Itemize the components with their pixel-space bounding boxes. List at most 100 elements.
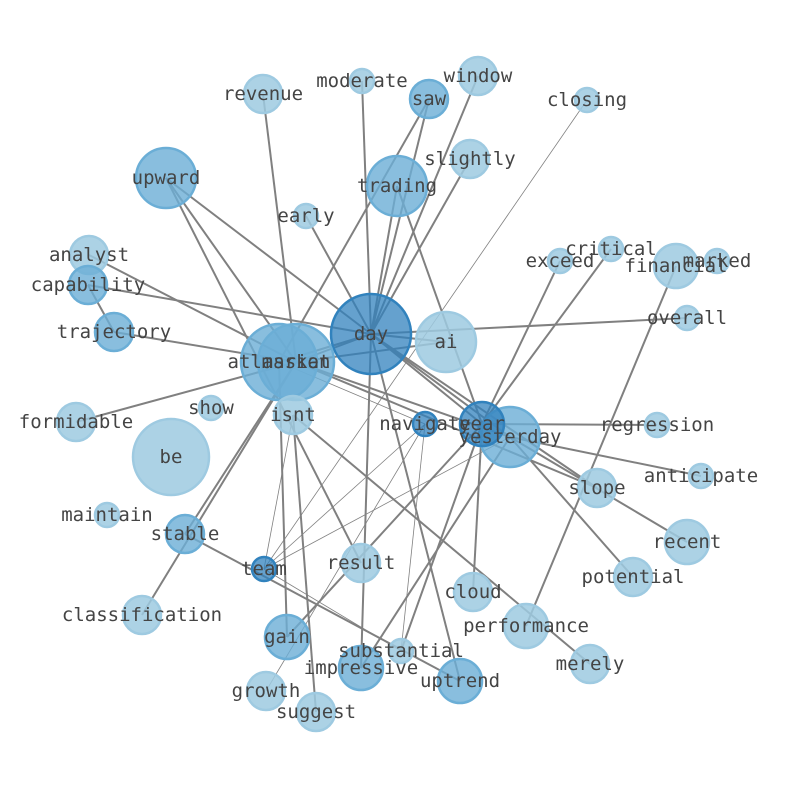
node-circle-overall (673, 304, 701, 332)
node-cloud[interactable] (452, 571, 494, 613)
node-uptrend[interactable] (436, 657, 484, 705)
node-label-result: result (327, 552, 396, 574)
node-circle-closing (573, 86, 601, 114)
node-circle-formidable (55, 401, 97, 443)
node-isnt[interactable] (272, 394, 314, 436)
node-label-closing: closing (547, 89, 627, 111)
node-circle-financial (652, 242, 700, 290)
node-label-formidable: formidable (19, 411, 133, 433)
node-circle-exceed (546, 247, 574, 275)
node-moderate[interactable] (348, 67, 376, 95)
edge-team-substantial (263, 568, 402, 652)
node-circle-window (457, 55, 499, 97)
node-trajectory[interactable] (93, 311, 135, 353)
edge-year-exceed (481, 260, 561, 425)
node-stable[interactable] (164, 513, 206, 555)
node-label-slightly: slightly (424, 148, 516, 170)
node-circle-substantial (387, 637, 415, 665)
node-performance[interactable] (502, 602, 550, 650)
node-revenue[interactable] (242, 73, 284, 115)
edge-day-upward (165, 177, 372, 335)
node-capability[interactable] (67, 264, 109, 306)
node-atlassian[interactable] (239, 322, 319, 402)
node-result[interactable] (340, 542, 382, 584)
node-label-stable: stable (151, 523, 220, 545)
node-saw[interactable] (408, 78, 450, 120)
node-label-saw: saw (412, 88, 447, 110)
node-potential[interactable] (612, 556, 654, 598)
node-label-upward: upward (132, 167, 201, 189)
node-suggest[interactable] (295, 691, 337, 733)
node-label-anticipate: anticipate (644, 465, 758, 487)
node-label-navigate: navigate (379, 413, 471, 435)
node-maintain[interactable] (93, 501, 121, 529)
node-navigate[interactable] (411, 410, 439, 438)
node-day[interactable] (329, 292, 413, 376)
node-circle-stable (164, 513, 206, 555)
node-early[interactable] (292, 202, 320, 230)
node-circle-saw (408, 78, 450, 120)
node-label-window: window (444, 65, 513, 87)
node-show[interactable] (197, 394, 225, 422)
node-circle-ai (414, 310, 478, 374)
node-label-growth: growth (232, 680, 301, 702)
node-circle-uptrend (436, 657, 484, 705)
node-label-exceed: exceed (526, 250, 595, 272)
node-label-yesterday: yesterday (459, 426, 562, 448)
node-circle-classification (121, 594, 163, 636)
node-closing[interactable] (573, 86, 601, 114)
node-circle-trajectory (93, 311, 135, 353)
node-circle-revenue (242, 73, 284, 115)
node-classification[interactable] (121, 594, 163, 636)
node-label-gain: gain (264, 626, 310, 648)
node-label-performance: performance (463, 615, 589, 637)
node-financial[interactable] (652, 242, 700, 290)
node-label-moderate: moderate (316, 70, 408, 92)
edge-yesterday-impressive (360, 436, 511, 669)
node-circle-show (197, 394, 225, 422)
node-label-overall: overall (647, 307, 727, 329)
node-window[interactable] (457, 55, 499, 97)
node-circle-upward (134, 146, 198, 210)
node-trading[interactable] (365, 154, 429, 218)
node-gain[interactable] (263, 613, 311, 661)
node-slope[interactable] (576, 467, 618, 509)
node-merely[interactable] (569, 643, 611, 685)
node-circle-critical (597, 235, 625, 263)
node-circle-performance (502, 602, 550, 650)
edge-team-yesterday (263, 436, 511, 570)
node-team[interactable] (250, 555, 278, 583)
node-circle-trading (365, 154, 429, 218)
node-year[interactable] (458, 400, 506, 448)
node-substantial[interactable] (387, 637, 415, 665)
node-label-market: market (262, 351, 331, 373)
node-formidable[interactable] (55, 401, 97, 443)
node-ai[interactable] (414, 310, 478, 374)
node-circle-be (131, 417, 211, 497)
node-be[interactable] (131, 417, 211, 497)
node-label-potential: potential (582, 566, 685, 588)
edge-day-capability (87, 284, 372, 335)
node-slightly[interactable] (449, 138, 491, 180)
node-label-trading: trading (357, 175, 437, 197)
node-overall[interactable] (673, 304, 701, 332)
node-growth[interactable] (245, 670, 287, 712)
node-label-revenue: revenue (223, 83, 303, 105)
edge-team-isnt (263, 414, 294, 570)
node-impressive[interactable] (337, 644, 385, 692)
node-label-ai: ai (435, 331, 458, 353)
node-upward[interactable] (134, 146, 198, 210)
node-marked[interactable] (703, 247, 731, 275)
node-critical[interactable] (597, 235, 625, 263)
node-label-suggest: suggest (276, 701, 356, 723)
node-label-atlassian: atlassian (228, 351, 331, 373)
node-label-cloud: cloud (444, 581, 501, 603)
node-regression[interactable] (643, 411, 671, 439)
node-label-merely: merely (556, 653, 625, 675)
node-exceed[interactable] (546, 247, 574, 275)
edge-stable-uptrend (184, 533, 461, 682)
node-recent[interactable] (663, 518, 711, 566)
node-circle-anticipate (687, 462, 715, 490)
node-anticipate[interactable] (687, 462, 715, 490)
node-label-analyst: analyst (49, 244, 129, 266)
